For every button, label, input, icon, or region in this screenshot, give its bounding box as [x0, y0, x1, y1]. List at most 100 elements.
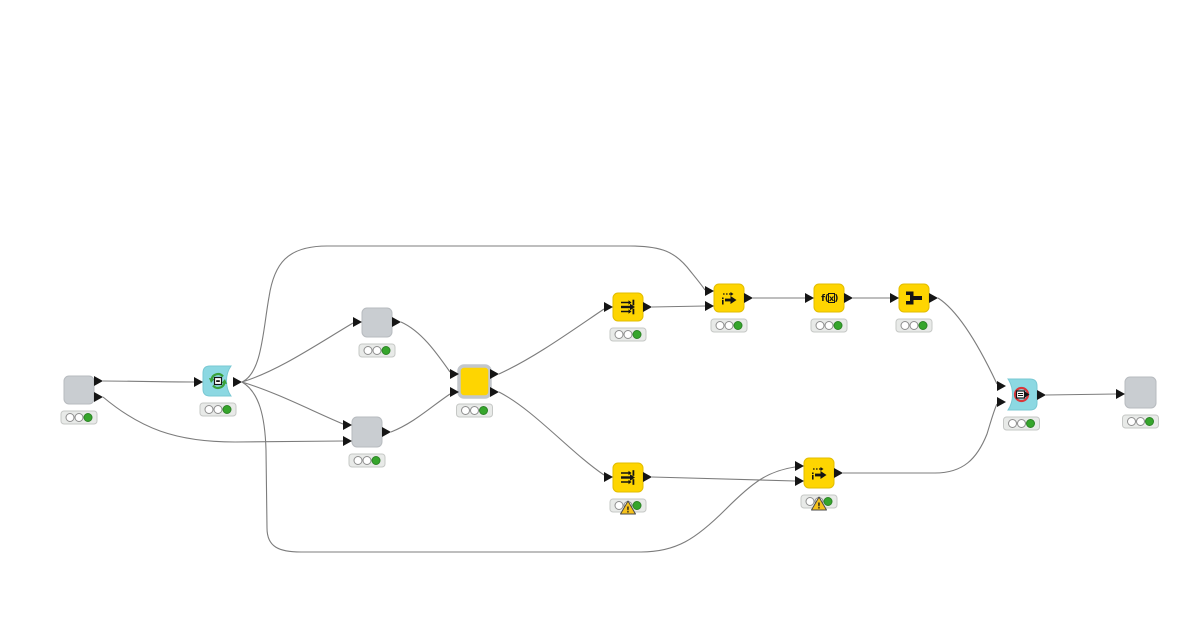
- loop-end-icon: [1013, 386, 1030, 403]
- status-traffic-light: [60, 410, 98, 425]
- edge-filter-top-to-transform-top[interactable]: [651, 305, 706, 308]
- input-port[interactable]: [805, 293, 814, 303]
- input-port[interactable]: [997, 381, 1006, 391]
- status-light-off: [1136, 417, 1145, 426]
- node-source-node[interactable]: [60, 375, 103, 425]
- input-port[interactable]: [604, 472, 613, 482]
- node-math-formula-node[interactable]: f(x): [805, 283, 853, 333]
- edge-loop-start-to-transform-bottom[interactable]: [241, 381, 796, 553]
- status-traffic-light: [810, 318, 848, 333]
- output-port[interactable]: [233, 377, 242, 387]
- output-port[interactable]: [94, 376, 103, 386]
- output-port[interactable]: [834, 468, 843, 478]
- node-body[interactable]: [457, 364, 492, 399]
- input-port[interactable]: [795, 476, 804, 486]
- status-traffic-light: [1003, 416, 1040, 431]
- svg-text:!: !: [817, 502, 821, 511]
- edge-filter-bottom-to-transform-bottom[interactable]: [651, 476, 796, 482]
- output-port[interactable]: [94, 392, 103, 402]
- input-port[interactable]: [343, 420, 352, 430]
- output-port[interactable]: [490, 387, 499, 397]
- input-port[interactable]: [450, 387, 459, 397]
- status-light-off: [815, 321, 825, 330]
- node-filter-top-node[interactable]: [604, 292, 652, 342]
- status-light-off: [1017, 419, 1026, 428]
- status-light-green: [823, 497, 833, 506]
- input-port[interactable]: [194, 377, 203, 387]
- input-port[interactable]: [450, 369, 459, 379]
- output-port[interactable]: [643, 302, 652, 312]
- status-light-off: [65, 413, 75, 422]
- output-port[interactable]: [643, 472, 652, 482]
- status-traffic-light: !: [800, 494, 838, 511]
- warning-badge: !: [620, 500, 636, 515]
- node-body[interactable]: [361, 307, 393, 338]
- edge-source-to-lower-branch[interactable]: [102, 396, 344, 443]
- status-light-off: [362, 456, 372, 465]
- node-lower-branch-node[interactable]: [343, 416, 391, 468]
- recursive-loop-icon: [209, 372, 227, 390]
- status-light-off: [470, 406, 479, 415]
- input-port[interactable]: [795, 461, 804, 471]
- status-light-green: [632, 501, 642, 510]
- input-port[interactable]: [1116, 389, 1125, 399]
- edge-lower-branch-to-merge[interactable]: [390, 393, 451, 433]
- node-recursive-loop-end[interactable]: [997, 378, 1046, 431]
- edge-loop-start-to-transform-top[interactable]: [241, 245, 706, 383]
- edge-transform-bottom-to-loop-end[interactable]: [843, 403, 998, 474]
- edge-loop-start-to-lower-branch[interactable]: [241, 381, 344, 425]
- status-light-off: [372, 346, 382, 355]
- input-port[interactable]: [705, 301, 714, 311]
- edge-merge-to-filter-bottom[interactable]: [498, 391, 605, 476]
- node-body[interactable]: [803, 457, 835, 489]
- status-light-off: [614, 501, 624, 510]
- status-traffic-light: [609, 327, 647, 342]
- input-port[interactable]: [997, 397, 1006, 407]
- node-body[interactable]: [713, 283, 745, 313]
- node-body[interactable]: [63, 375, 95, 405]
- edge-upper-branch-to-merge[interactable]: [400, 321, 451, 373]
- status-light-green: [918, 321, 928, 330]
- node-upper-branch-node[interactable]: [353, 307, 401, 358]
- status-traffic-light: [348, 453, 386, 468]
- edge-concatenate-to-loop-end[interactable]: [937, 297, 998, 385]
- status-light-green: [479, 406, 488, 415]
- status-light-off: [363, 346, 373, 355]
- output-port[interactable]: [490, 369, 499, 379]
- edge-loop-start-to-upper-branch[interactable]: [241, 322, 354, 383]
- status-light-off: [1127, 417, 1136, 426]
- edge-loop-end-to-sink[interactable]: [1045, 393, 1117, 396]
- node-transform-top-node[interactable]: [705, 283, 753, 333]
- status-light-green: [1145, 417, 1154, 426]
- input-port[interactable]: [604, 302, 613, 312]
- edge-merge-to-filter-top[interactable]: [498, 308, 605, 375]
- svg-text:!: !: [626, 506, 630, 515]
- input-port[interactable]: [890, 293, 899, 303]
- output-port[interactable]: [392, 317, 401, 327]
- node-body[interactable]: [351, 416, 383, 448]
- input-port[interactable]: [705, 286, 714, 296]
- output-port[interactable]: [929, 293, 938, 303]
- edge-source-to-loop-start[interactable]: [102, 380, 195, 383]
- node-concatenate-node[interactable]: [890, 283, 938, 333]
- node-merge-node[interactable]: [450, 364, 499, 418]
- status-light-off: [715, 321, 725, 330]
- node-body[interactable]: [1124, 376, 1157, 409]
- node-transform-bottom-node[interactable]: !: [795, 457, 843, 511]
- input-port[interactable]: [353, 317, 362, 327]
- node-recursive-loop-start[interactable]: [194, 365, 242, 417]
- status-light-off: [461, 406, 470, 415]
- svg-text:x: x: [829, 294, 835, 303]
- output-port[interactable]: [844, 293, 853, 303]
- node-sink-node[interactable]: [1116, 376, 1159, 429]
- status-light-green: [833, 321, 843, 330]
- output-port[interactable]: [744, 293, 753, 303]
- output-port[interactable]: [1037, 390, 1046, 400]
- node-filter-bottom-node[interactable]: !: [604, 462, 652, 515]
- warning-badge: !: [811, 496, 827, 511]
- status-light-green: [381, 346, 391, 355]
- output-port[interactable]: [382, 427, 391, 437]
- input-port[interactable]: [343, 436, 352, 446]
